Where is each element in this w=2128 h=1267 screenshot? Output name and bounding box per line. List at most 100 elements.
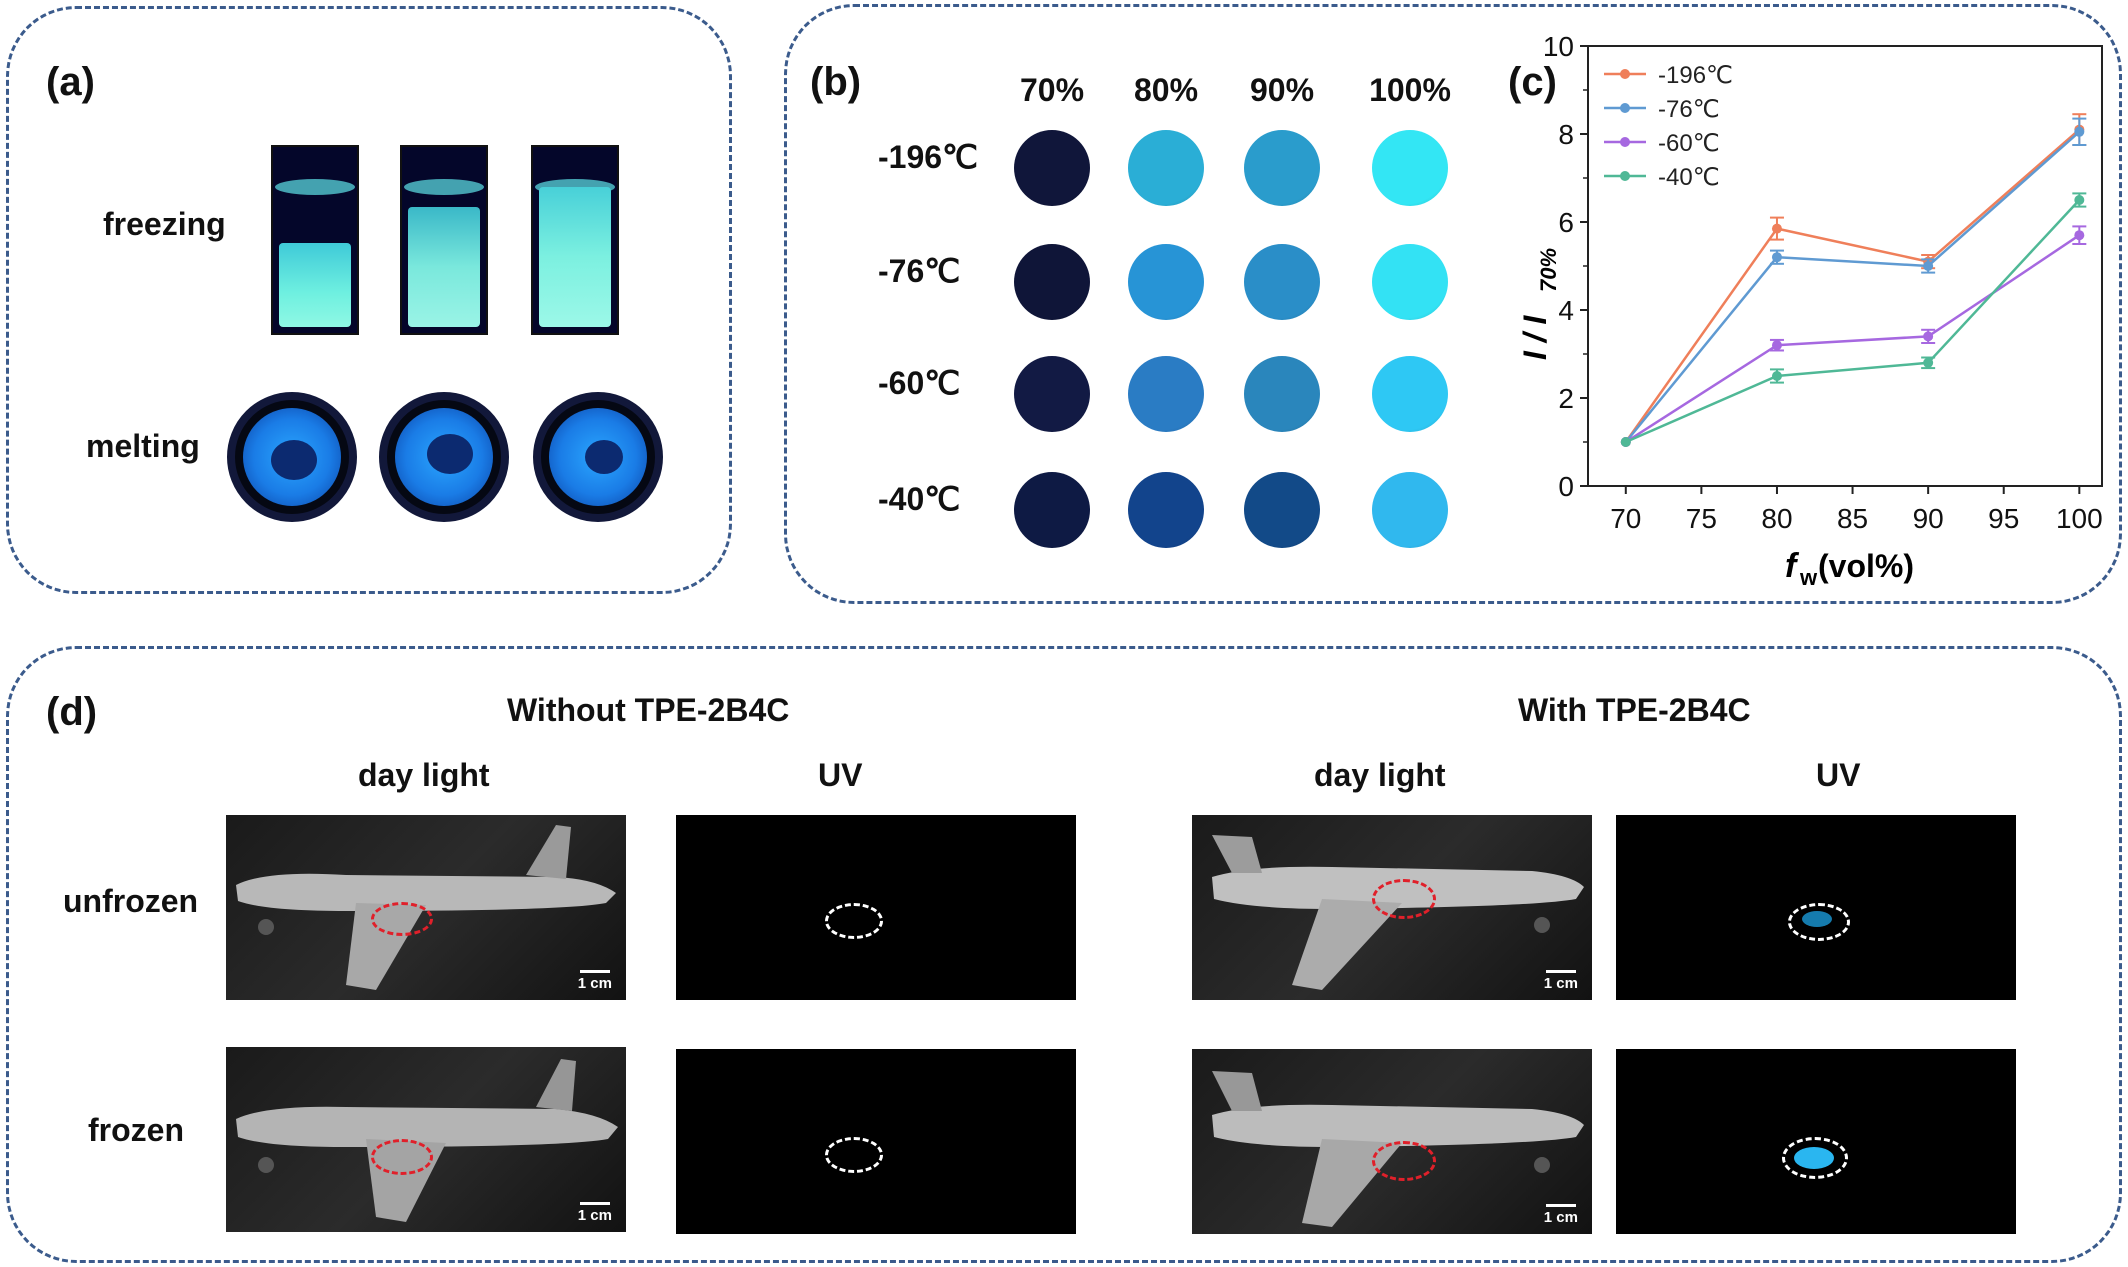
panel-b-sample-dot [1372, 130, 1448, 206]
data-point [1771, 340, 1782, 351]
red-marker-ellipse [371, 1139, 433, 1175]
panel-b-sample-dot [1372, 472, 1448, 548]
panel-b-column-header: 80% [1133, 72, 1199, 108]
y-tick-label: 0 [1558, 471, 1574, 502]
panel-b-row-label: -60℃ [878, 365, 961, 401]
panel-b-sample-dot [1372, 356, 1448, 432]
legend-label: -40℃ [1658, 164, 1720, 191]
series-line [1625, 199, 2081, 444]
panel-b-row-label: -196℃ [878, 139, 978, 175]
photo-with-daylight-unfrozen: 1 cm [1192, 815, 1592, 1000]
data-point [1771, 252, 1782, 263]
white-marker-ellipse [825, 1137, 883, 1173]
legend-marker [1620, 137, 1630, 147]
panel-b-sample-dot [1014, 244, 1090, 320]
col-label-uv-right: UV [1816, 757, 1861, 793]
white-marker-ellipse [1782, 1137, 1848, 1179]
x-tick-label: 90 [1913, 503, 1944, 534]
panel-b-row-label: -40℃ [878, 481, 961, 517]
group-title-without: Without TPE-2B4C [507, 692, 790, 728]
panel-b-sample-dot [1128, 356, 1204, 432]
data-point [1771, 223, 1782, 234]
panel-b-label: (b) [810, 60, 862, 104]
white-marker-ellipse [825, 903, 883, 939]
row-label-unfrozen: unfrozen [63, 883, 199, 919]
panel-d [6, 646, 2122, 1263]
y-tick-label: 8 [1558, 119, 1574, 150]
data-point [1923, 331, 1934, 342]
legend-marker [1620, 171, 1630, 181]
legend-label: -76℃ [1658, 96, 1720, 123]
col-label-day-left: day light [358, 757, 490, 793]
panel-bc [784, 4, 2122, 604]
panel-b-sample-dot [1244, 472, 1320, 548]
scale-bar: 1 cm [578, 1202, 612, 1224]
panel-b-column-header: 100% [1369, 72, 1451, 108]
photo-without-uv-unfrozen [676, 815, 1076, 1000]
row-label-melting: melting [86, 428, 200, 464]
dish-2 [379, 392, 509, 522]
dish-1 [227, 392, 357, 522]
y-tick-label: 6 [1558, 207, 1574, 238]
x-axis-label-main: f [1785, 547, 1800, 585]
red-marker-ellipse [1372, 879, 1436, 919]
panel-b-sample-dot [1014, 356, 1090, 432]
photo-with-daylight-frozen: 1 cm [1192, 1049, 1592, 1234]
panel-b-column-header: 90% [1249, 72, 1315, 108]
x-tick-label: 100 [2056, 503, 2103, 534]
x-tick-label: 70 [1610, 503, 1641, 534]
vial-2 [400, 145, 488, 335]
photo-with-uv-frozen [1616, 1049, 2016, 1234]
col-label-day-right: day light [1314, 757, 1446, 793]
panel-b-sample-dot [1014, 472, 1090, 548]
red-marker-ellipse [371, 902, 433, 936]
panel-a [6, 6, 732, 594]
y-axis-label-main: I / I [1517, 314, 1553, 360]
white-marker-ellipse [1788, 903, 1850, 941]
x-axis-label-rest: (vol%) [1818, 548, 1914, 584]
data-point [1771, 371, 1782, 381]
series-line [1625, 234, 2081, 444]
photo-without-uv-frozen [676, 1049, 1076, 1234]
panel-c-label: (c) [1508, 60, 1557, 104]
legend-marker [1620, 69, 1630, 79]
panel-b-sample-dot [1014, 130, 1090, 206]
series-line [1624, 128, 2081, 443]
data-point [1923, 357, 1934, 368]
panel-b-sample-dot [1128, 130, 1204, 206]
row-label-freezing: freezing [103, 206, 226, 242]
photo-without-daylight-unfrozen: 1 cm [226, 815, 626, 1000]
panel-b-sample-dot [1244, 356, 1320, 432]
panel-b-sample-dot [1244, 130, 1320, 206]
panel-a-label: (a) [46, 60, 95, 104]
photo-without-daylight-frozen: 1 cm [226, 1047, 626, 1232]
panel-b-column-header: 70% [1019, 72, 1085, 108]
scale-bar: 1 cm [1544, 970, 1578, 992]
x-tick-label: 80 [1761, 503, 1792, 534]
data-point [1620, 437, 1631, 447]
y-tick-label: 10 [1543, 31, 1574, 62]
y-axis-label-sub: 70% [1536, 248, 1561, 292]
data-point [2074, 230, 2085, 241]
panel-b-sample-dot [1128, 472, 1204, 548]
x-tick-label: 75 [1686, 503, 1717, 534]
data-point [2074, 126, 2085, 137]
panel-b-row-label: -76℃ [878, 253, 961, 289]
col-label-uv-left: UV [818, 757, 863, 793]
group-title-with: With TPE-2B4C [1518, 692, 1751, 728]
x-tick-label: 95 [1988, 503, 2019, 534]
data-point [1923, 261, 1934, 271]
legend-label: -196℃ [1658, 62, 1733, 89]
vial-1 [271, 145, 359, 335]
y-tick-label: 4 [1558, 295, 1574, 326]
panel-b-sample-dot [1244, 244, 1320, 320]
row-label-frozen: frozen [88, 1112, 184, 1148]
red-marker-ellipse [1372, 1141, 1436, 1181]
series-line [1624, 130, 2081, 443]
legend-marker [1620, 103, 1630, 113]
legend-label: -60℃ [1658, 130, 1720, 157]
vial-3 [531, 145, 619, 335]
x-tick-label: 85 [1837, 503, 1868, 534]
scale-bar: 1 cm [578, 970, 612, 992]
